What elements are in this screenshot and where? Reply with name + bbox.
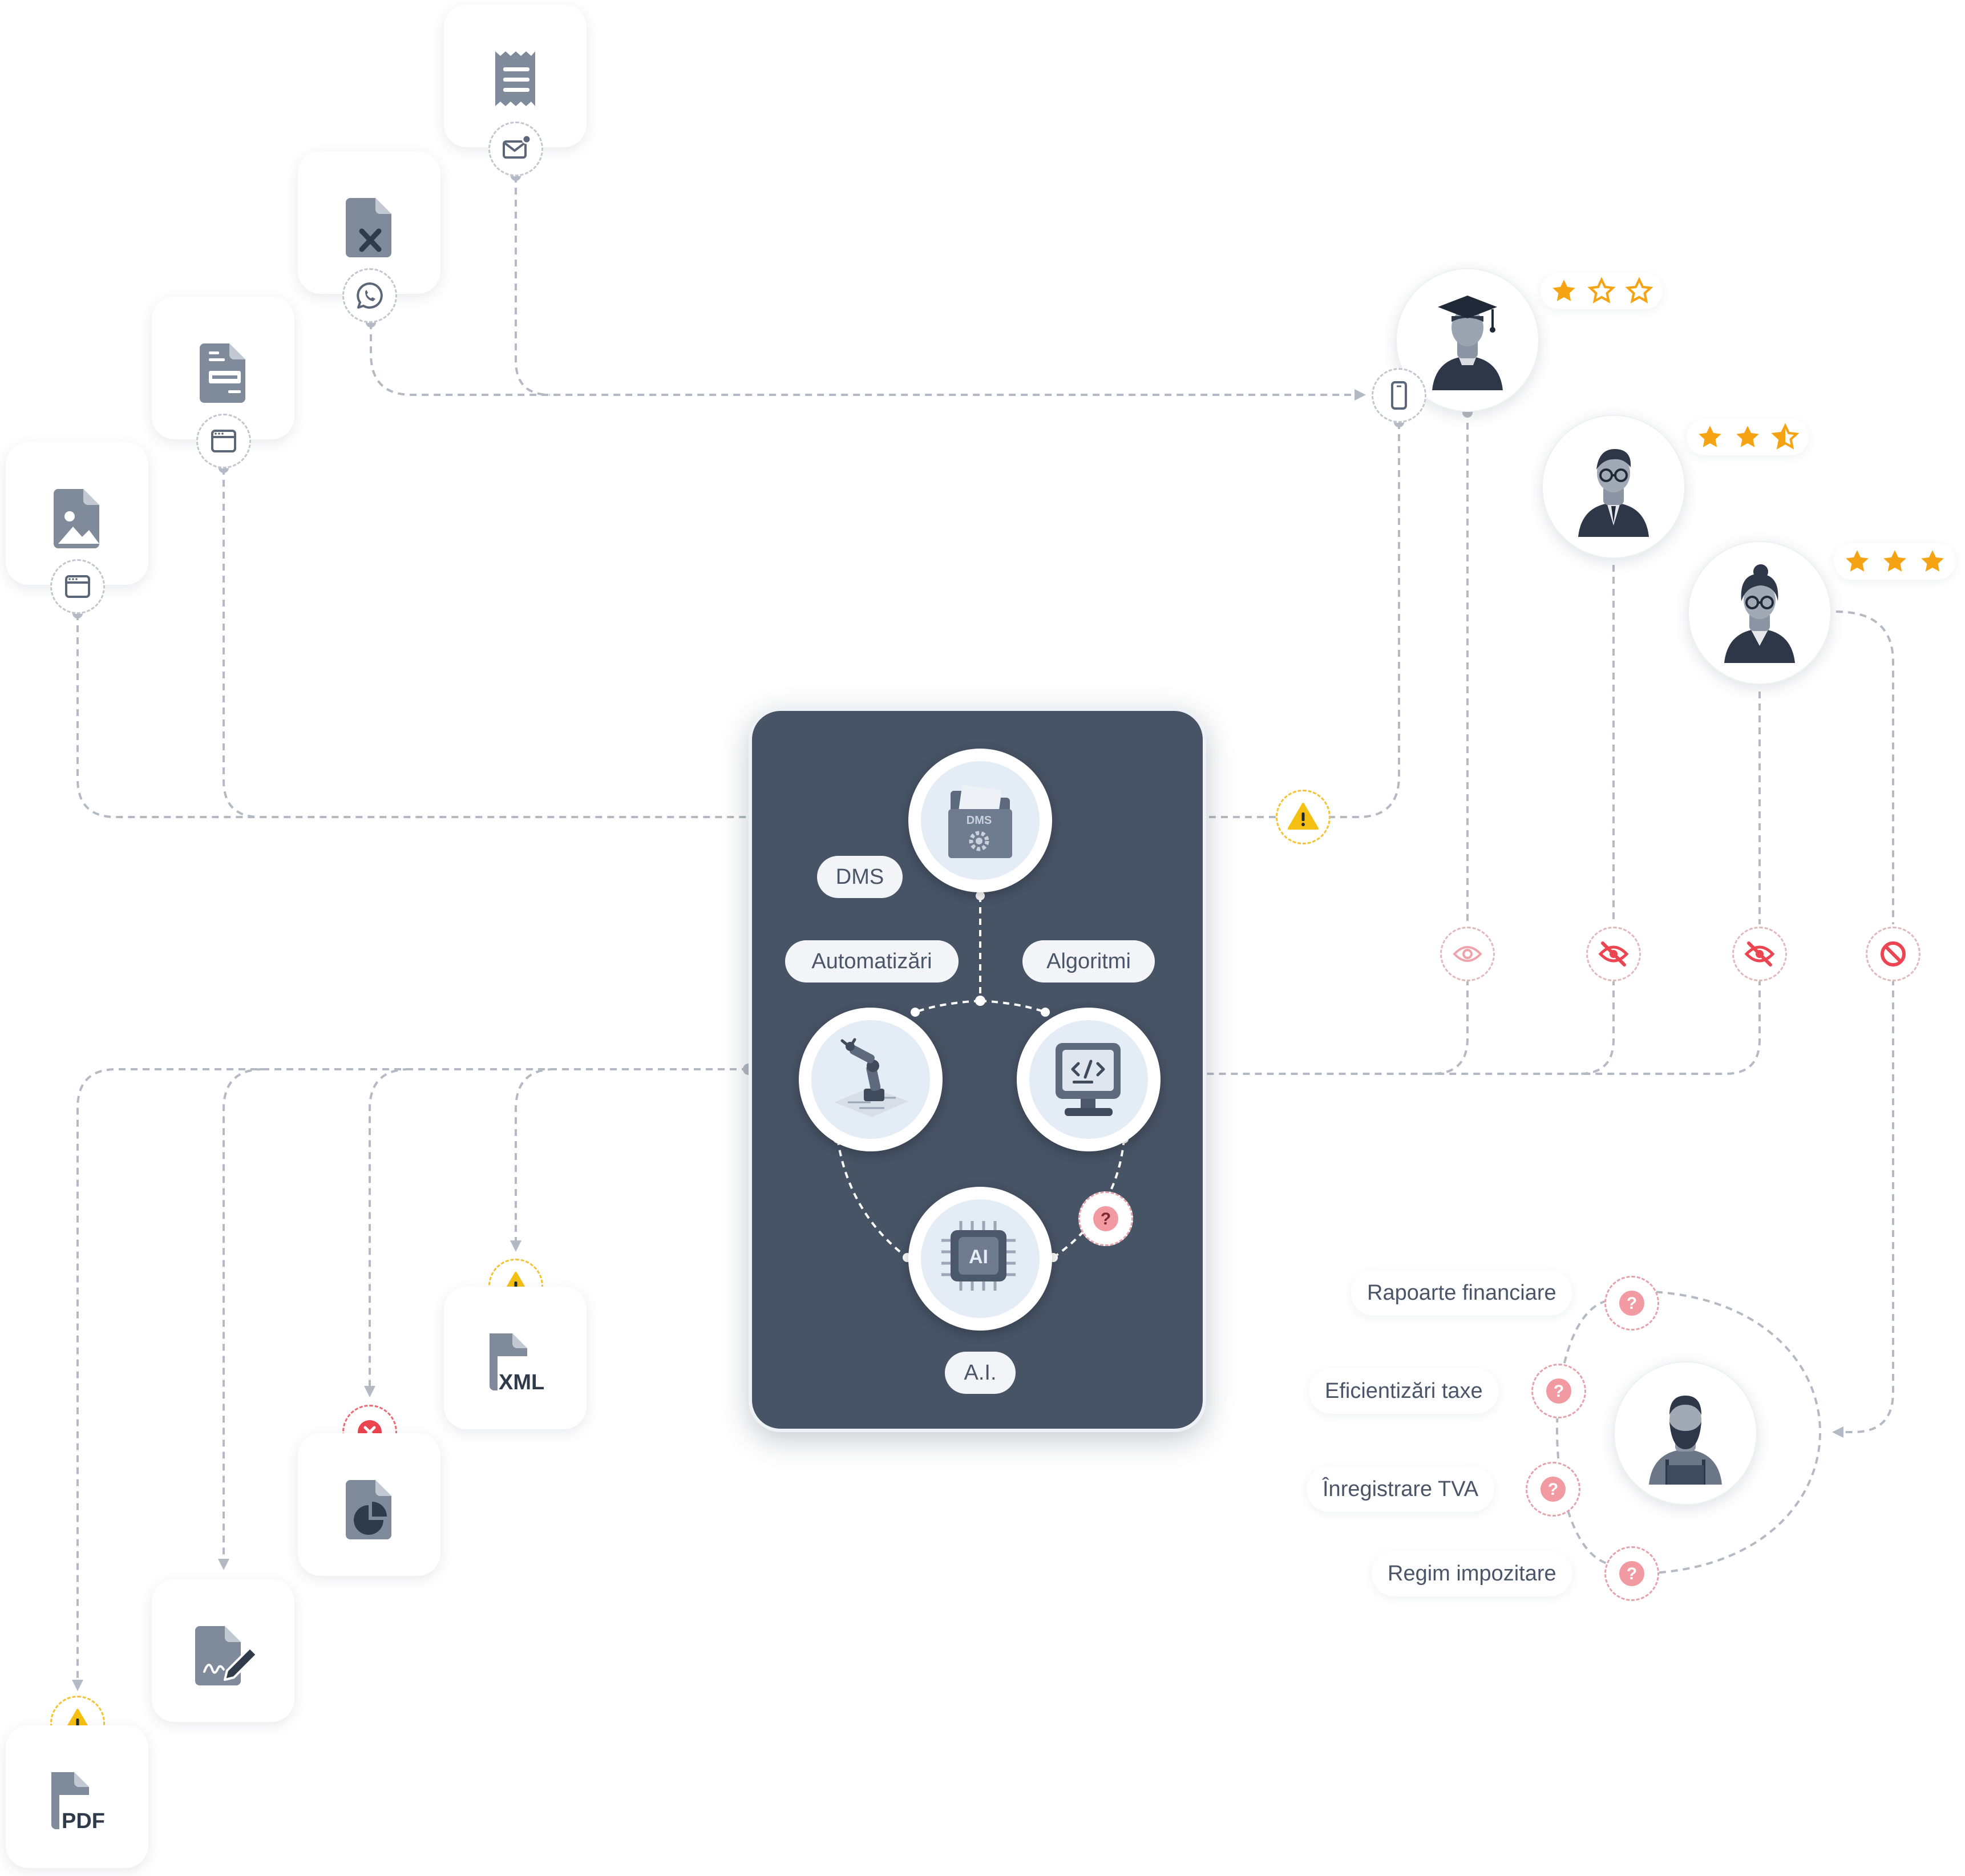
star-full-icon (1699, 426, 1721, 447)
pdf-file-icon: PDF (51, 1772, 105, 1833)
algorithms-node[interactable] (1017, 1008, 1161, 1151)
input-card-receipt[interactable] (444, 5, 587, 147)
access-blocked[interactable] (1866, 927, 1920, 981)
bearded-man-avatar (1649, 1396, 1722, 1485)
algorithms-label: Algoritmi (1022, 940, 1155, 983)
receipt-icon (495, 51, 535, 106)
channel-browser-1[interactable] (50, 559, 105, 614)
service-label-tax-efficiency: Eficientizări taxe (1309, 1368, 1499, 1414)
svg-text:XML: XML (499, 1370, 544, 1394)
question-icon: ? (1093, 1206, 1118, 1231)
chart-file-icon (346, 1480, 391, 1539)
output-card-pdf[interactable]: PDF (6, 1725, 148, 1868)
svg-text:AI: AI (969, 1246, 988, 1268)
xml-file-icon: XML (490, 1333, 544, 1394)
image-file-icon (54, 489, 99, 548)
svg-text:?: ? (1548, 1480, 1558, 1499)
ai-label: A.I. (945, 1352, 1016, 1394)
rating-graduate (1541, 273, 1663, 309)
star-half-icon (1771, 423, 1800, 450)
star-full-icon (1921, 550, 1944, 572)
code-monitor-icon (1029, 1020, 1148, 1139)
automation-node[interactable] (799, 1008, 943, 1151)
star-full-icon (1552, 280, 1575, 301)
access-view[interactable] (1440, 927, 1495, 981)
svg-text:?: ? (1627, 1564, 1637, 1583)
warning-icon (1288, 803, 1319, 830)
email-icon (503, 134, 532, 159)
dms-label: DMS (817, 856, 903, 898)
question-icon: ? (1541, 1477, 1566, 1502)
question-badge-hub[interactable]: ? (1078, 1191, 1133, 1246)
access-hidden-1[interactable] (1586, 927, 1641, 981)
dms-folder-icon: DMS (921, 761, 1040, 880)
question-badge-financial-reports[interactable]: ? (1604, 1276, 1659, 1331)
eye-slash-icon (1744, 941, 1775, 967)
user-man-glasses[interactable] (1542, 415, 1685, 559)
star-empty-icon (1587, 277, 1616, 304)
eye-slash-icon (1598, 941, 1629, 967)
signature-file-icon (195, 1626, 258, 1685)
question-icon: ? (1619, 1291, 1644, 1316)
dms-node[interactable]: DMS (908, 749, 1052, 892)
question-badge-tax-efficiency[interactable]: ? (1531, 1364, 1586, 1418)
ban-icon (1881, 941, 1906, 967)
service-label-vat-registration: Înregistrare TVA (1307, 1466, 1495, 1512)
rating-man-glasses (1687, 419, 1809, 455)
question-icon: ? (1546, 1378, 1571, 1404)
access-hidden-2[interactable] (1732, 927, 1787, 981)
star-full-icon (1883, 550, 1906, 572)
channel-email[interactable] (488, 122, 543, 176)
svg-text:?: ? (1101, 1210, 1111, 1228)
whatsapp-icon (357, 282, 383, 309)
accountant-avatar[interactable] (1614, 1361, 1757, 1505)
robot-arm-icon (811, 1020, 930, 1139)
woman-glasses-avatar (1724, 564, 1795, 663)
svg-text:DMS: DMS (967, 814, 992, 827)
output-card-chart[interactable] (298, 1433, 440, 1576)
service-label-tax-regime: Regim impozitare (1372, 1551, 1572, 1596)
output-card-signature[interactable] (152, 1579, 294, 1722)
star-full-icon (1846, 550, 1869, 572)
star-full-icon (1736, 426, 1759, 447)
excel-file-icon (346, 198, 391, 257)
output-card-xml[interactable]: XML (444, 1287, 587, 1429)
browser-icon (65, 575, 90, 598)
svg-text:?: ? (1627, 1294, 1637, 1313)
eye-icon (1453, 946, 1482, 962)
warning-badge-input[interactable] (1276, 790, 1331, 844)
user-woman-glasses[interactable] (1688, 541, 1831, 685)
automation-label: Automatizări (785, 940, 959, 983)
svg-text:PDF: PDF (62, 1809, 105, 1833)
ai-node[interactable]: AI (908, 1187, 1052, 1331)
invoice-file-icon (200, 343, 245, 403)
processing-hub: DMS DMS Automatizări Algoritmi (749, 707, 1206, 1432)
rating-woman-glasses (1834, 543, 1956, 580)
graduate-avatar (1432, 296, 1503, 390)
browser-icon (211, 430, 236, 452)
man-glasses-avatar (1578, 449, 1649, 537)
svg-text:?: ? (1554, 1382, 1564, 1401)
star-empty-icon (1625, 277, 1653, 304)
channel-smartphone[interactable] (1372, 368, 1426, 423)
service-label-financial-reports: Rapoarte financiare (1351, 1270, 1572, 1316)
question-badge-vat-registration[interactable]: ? (1526, 1462, 1580, 1517)
channel-browser-2[interactable] (196, 414, 251, 468)
question-icon: ? (1619, 1561, 1644, 1586)
ai-chip-icon: AI (921, 1199, 1040, 1318)
smartphone-icon (1391, 381, 1407, 410)
question-badge-tax-regime[interactable]: ? (1604, 1546, 1659, 1601)
channel-whatsapp[interactable] (342, 268, 397, 323)
